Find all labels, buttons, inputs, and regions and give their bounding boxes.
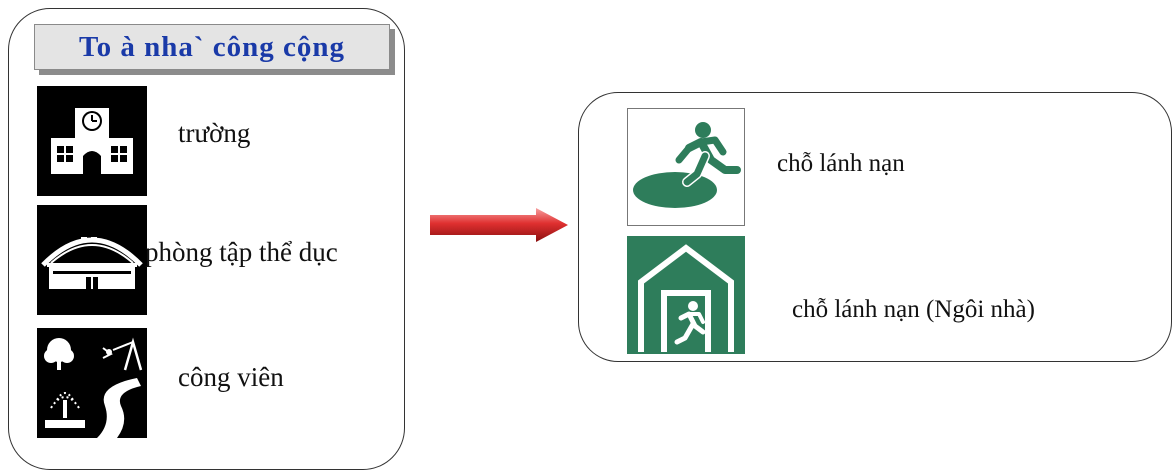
- gymnasium-icon: [37, 205, 147, 315]
- panel-title: To à nha` công cộng: [78, 30, 346, 63]
- park-icon: [37, 328, 147, 438]
- park-label: công viên: [178, 362, 284, 392]
- right-arrow-icon: [428, 207, 570, 248]
- panel-title-box: To à nha` công cộng: [34, 24, 390, 70]
- evacuation-shelter-label: chỗ lánh nạn (Ngôi nhà): [792, 296, 1035, 323]
- school-icon: [37, 86, 147, 196]
- evacuation-shelter-icon: [627, 236, 745, 354]
- evacuation-area-label: chỗ lánh nạn: [777, 150, 905, 177]
- evacuation-area-icon: [627, 108, 745, 226]
- gymnasium-label: phòng tập thể dục: [145, 237, 338, 267]
- school-label: trường: [178, 118, 251, 148]
